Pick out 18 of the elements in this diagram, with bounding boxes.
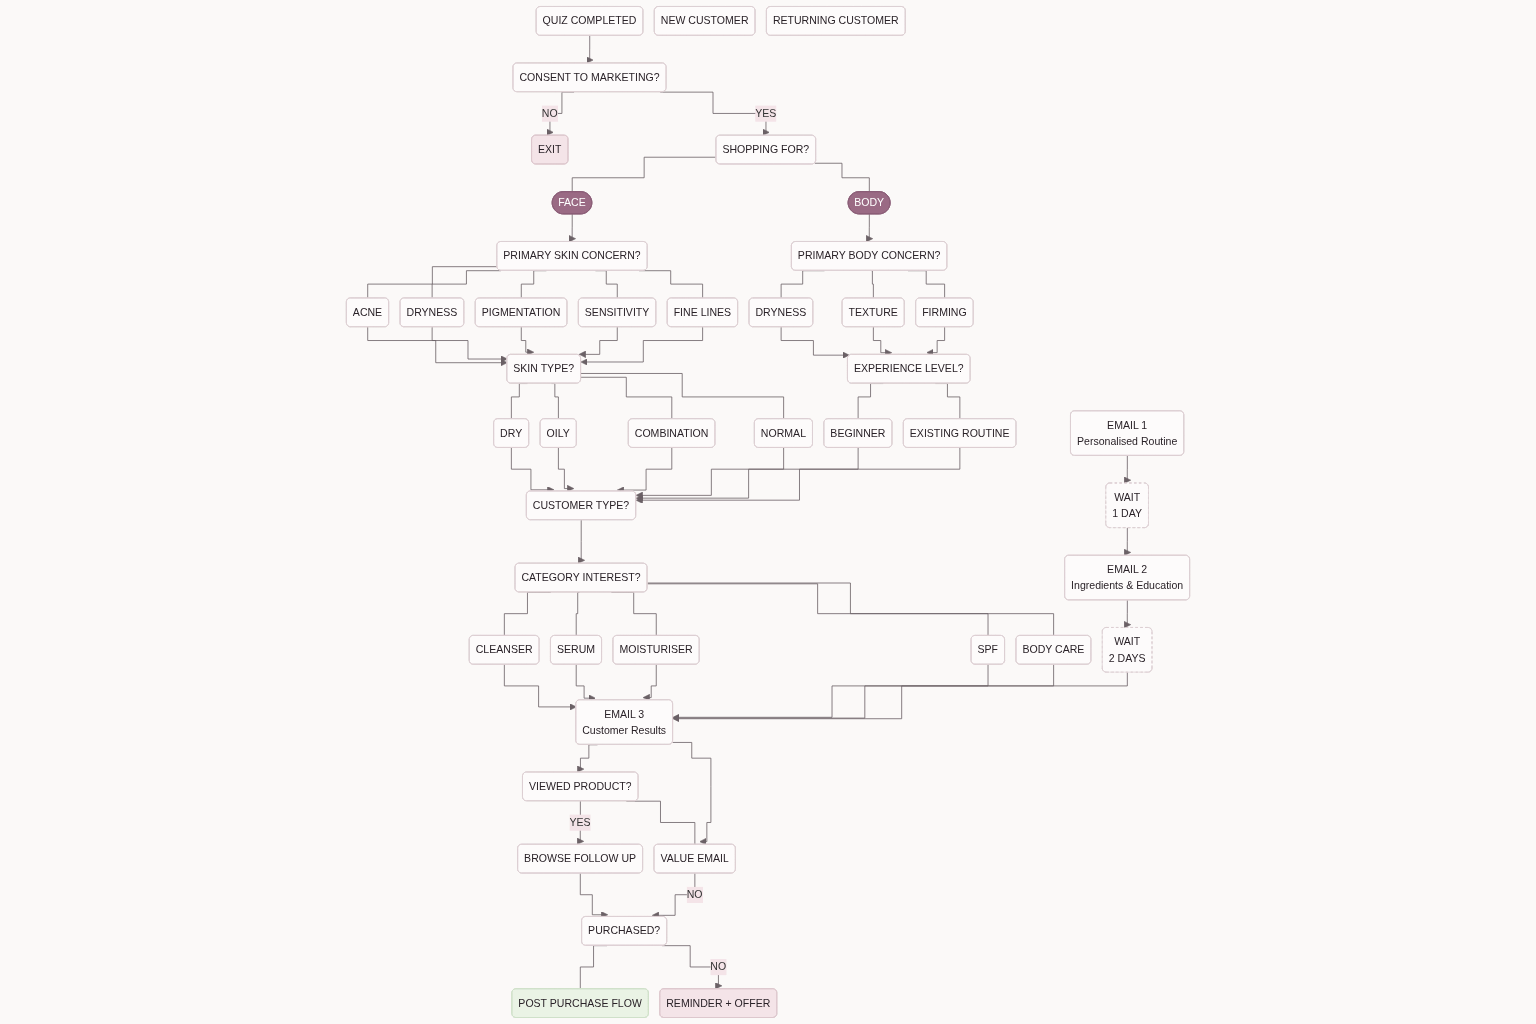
- edge-label: NO: [541, 107, 558, 120]
- node-text: NORMAL: [760, 426, 806, 439]
- connector: [571, 156, 717, 193]
- connector: [431, 270, 502, 299]
- node-text: SERUM: [556, 643, 596, 656]
- connector: [580, 376, 673, 420]
- connector: [575, 591, 580, 637]
- connector: [647, 582, 1055, 637]
- connector: [551, 383, 559, 420]
- connector: [367, 266, 498, 299]
- connector: [580, 373, 785, 420]
- connector: [814, 162, 870, 193]
- node-text: RETURNING CUSTOMER: [772, 14, 899, 27]
- edge-label: NO: [686, 888, 703, 901]
- edge-label: NO: [710, 960, 727, 973]
- connector: [871, 270, 874, 299]
- edge-label: YES: [569, 816, 591, 829]
- edge-label: YES: [755, 107, 777, 120]
